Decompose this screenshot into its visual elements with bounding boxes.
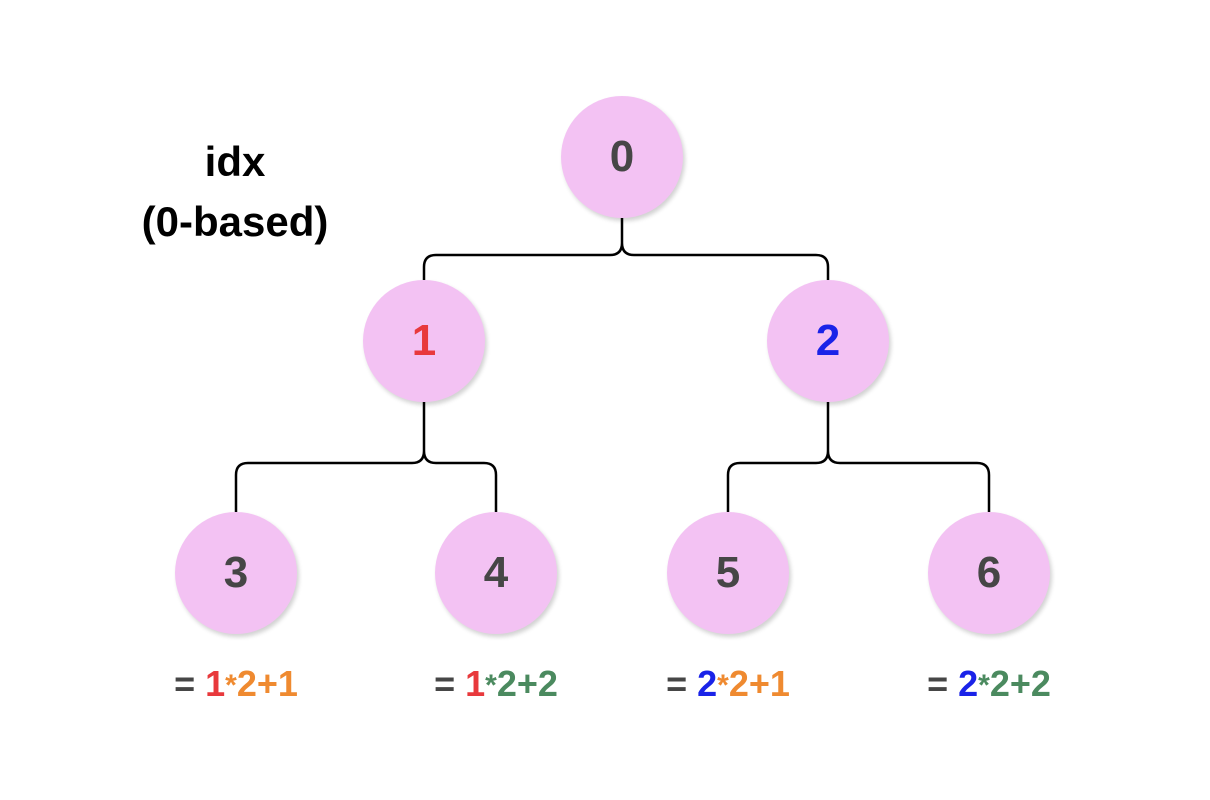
tree-node-value: 4 (483, 548, 509, 597)
tree-node-value: 5 (715, 548, 741, 597)
formula-eq: = (434, 663, 456, 704)
formula-node-4: =1*2+2 (386, 660, 606, 711)
tree-node-1: 1 (363, 280, 485, 402)
tree-node-5: 5 (667, 512, 789, 634)
formula-term: 2+1 (236, 663, 298, 704)
tree-node-0: 0 (561, 96, 683, 218)
formula-star: * (978, 669, 990, 702)
tree-node-3: 3 (175, 512, 297, 634)
edge-from-node-1 (234, 402, 498, 512)
formula-node-5: =2*2+1 (618, 660, 838, 711)
formula-term: 2+2 (989, 663, 1051, 704)
formula-star: * (717, 669, 729, 702)
index-label-line2: (0-based) (141, 198, 329, 245)
edge-from-node-2 (726, 402, 991, 512)
tree-node-6: 6 (928, 512, 1050, 634)
formula-node-6: =2*2+2 (879, 660, 1099, 711)
formula-term: 2+1 (728, 663, 790, 704)
formula-term: 1 (465, 663, 486, 704)
edge-from-node-0 (422, 218, 830, 280)
tree-node-4: 4 (435, 512, 557, 634)
formula-term: 2 (958, 663, 979, 704)
formula-eq: = (666, 663, 688, 704)
formula-eq: = (174, 663, 196, 704)
formula-term: 2+2 (496, 663, 558, 704)
tree-node-value: 2 (815, 316, 841, 365)
formula-term: 1 (205, 663, 226, 704)
index-label: idx (0-based) (90, 132, 380, 252)
formula-eq: = (927, 663, 949, 704)
tree-node-value: 1 (411, 316, 437, 365)
formula-node-3: =1*2+1 (126, 660, 346, 711)
tree-node-value: 6 (976, 548, 1002, 597)
index-label-line1: idx (204, 138, 266, 185)
formula-term: 2 (697, 663, 718, 704)
tree-node-value: 0 (609, 132, 635, 181)
tree-node-value: 3 (223, 548, 249, 597)
formula-star: * (485, 669, 497, 702)
formula-star: * (225, 669, 237, 702)
tree-node-2: 2 (767, 280, 889, 402)
